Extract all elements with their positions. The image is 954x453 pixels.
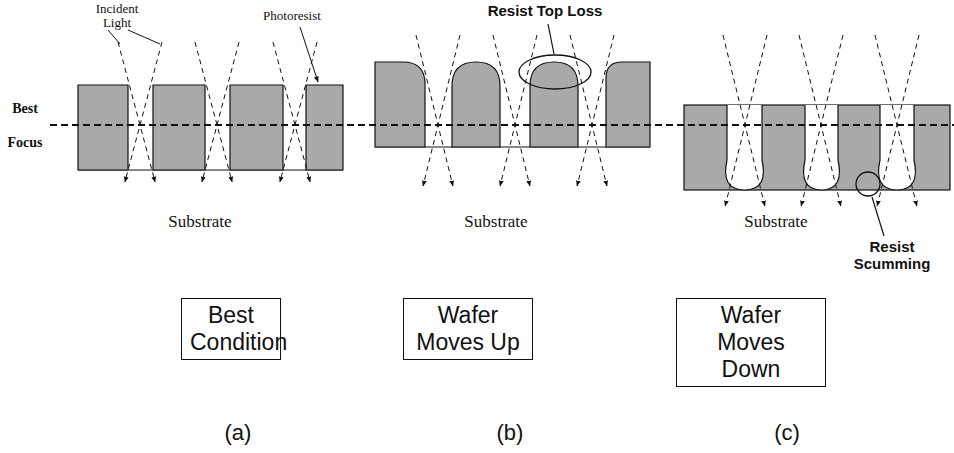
condition-box: Wafer Moves Up [403, 298, 533, 360]
light-ray [423, 35, 460, 186]
leader-line [128, 30, 160, 44]
leader-line [548, 24, 554, 54]
resist-block [230, 85, 283, 170]
panel-letter: (c) [774, 420, 800, 446]
light-ray [125, 42, 162, 182]
focus-label: Best Focus [3, 92, 47, 159]
box-text: Best Condition [190, 302, 272, 356]
resist-block [452, 62, 500, 147]
light-ray [875, 35, 917, 206]
light-ray [577, 35, 614, 186]
light-ray [801, 35, 843, 206]
light-ray [570, 35, 607, 186]
light-ray [202, 42, 239, 182]
panel-letter: (b) [497, 420, 524, 446]
light-ray [195, 42, 232, 182]
top-loss-callout [519, 55, 591, 89]
resist-block [530, 62, 578, 147]
box-text: Wafer Moves Down [685, 302, 817, 383]
resist-block [153, 85, 205, 170]
leader-line [108, 30, 120, 44]
light-ray [493, 35, 530, 186]
resist-profiles [78, 24, 950, 236]
condition-box: Wafer Moves Down [676, 298, 826, 387]
resist-block [606, 62, 650, 147]
light-label: Incident Light [87, 2, 147, 29]
resist-block [306, 85, 343, 170]
resist-block [375, 62, 425, 147]
best-focus-line [50, 124, 954, 126]
light-ray [799, 35, 841, 206]
light-ray [723, 35, 765, 206]
defect-label: Resist Scumming [852, 238, 932, 273]
light-ray [500, 35, 537, 186]
light-ray [416, 35, 453, 186]
substrate-label: Substrate [464, 212, 527, 232]
light-ray [273, 42, 310, 182]
substrate-label: Substrate [168, 212, 231, 232]
light-ray [877, 35, 919, 206]
defect-label: Resist Top Loss [488, 2, 603, 20]
light-ray [118, 42, 155, 182]
leader-arrow [300, 27, 318, 82]
substrate-label: Substrate [744, 212, 807, 232]
condition-box: Best Condition [181, 298, 281, 360]
scumming-callout [856, 172, 880, 196]
resist-label: Photoresist [263, 8, 321, 24]
light-ray [725, 35, 767, 206]
box-text: Wafer Moves Up [412, 302, 524, 356]
panel-letter: (a) [225, 420, 252, 446]
resist-block [78, 85, 128, 170]
